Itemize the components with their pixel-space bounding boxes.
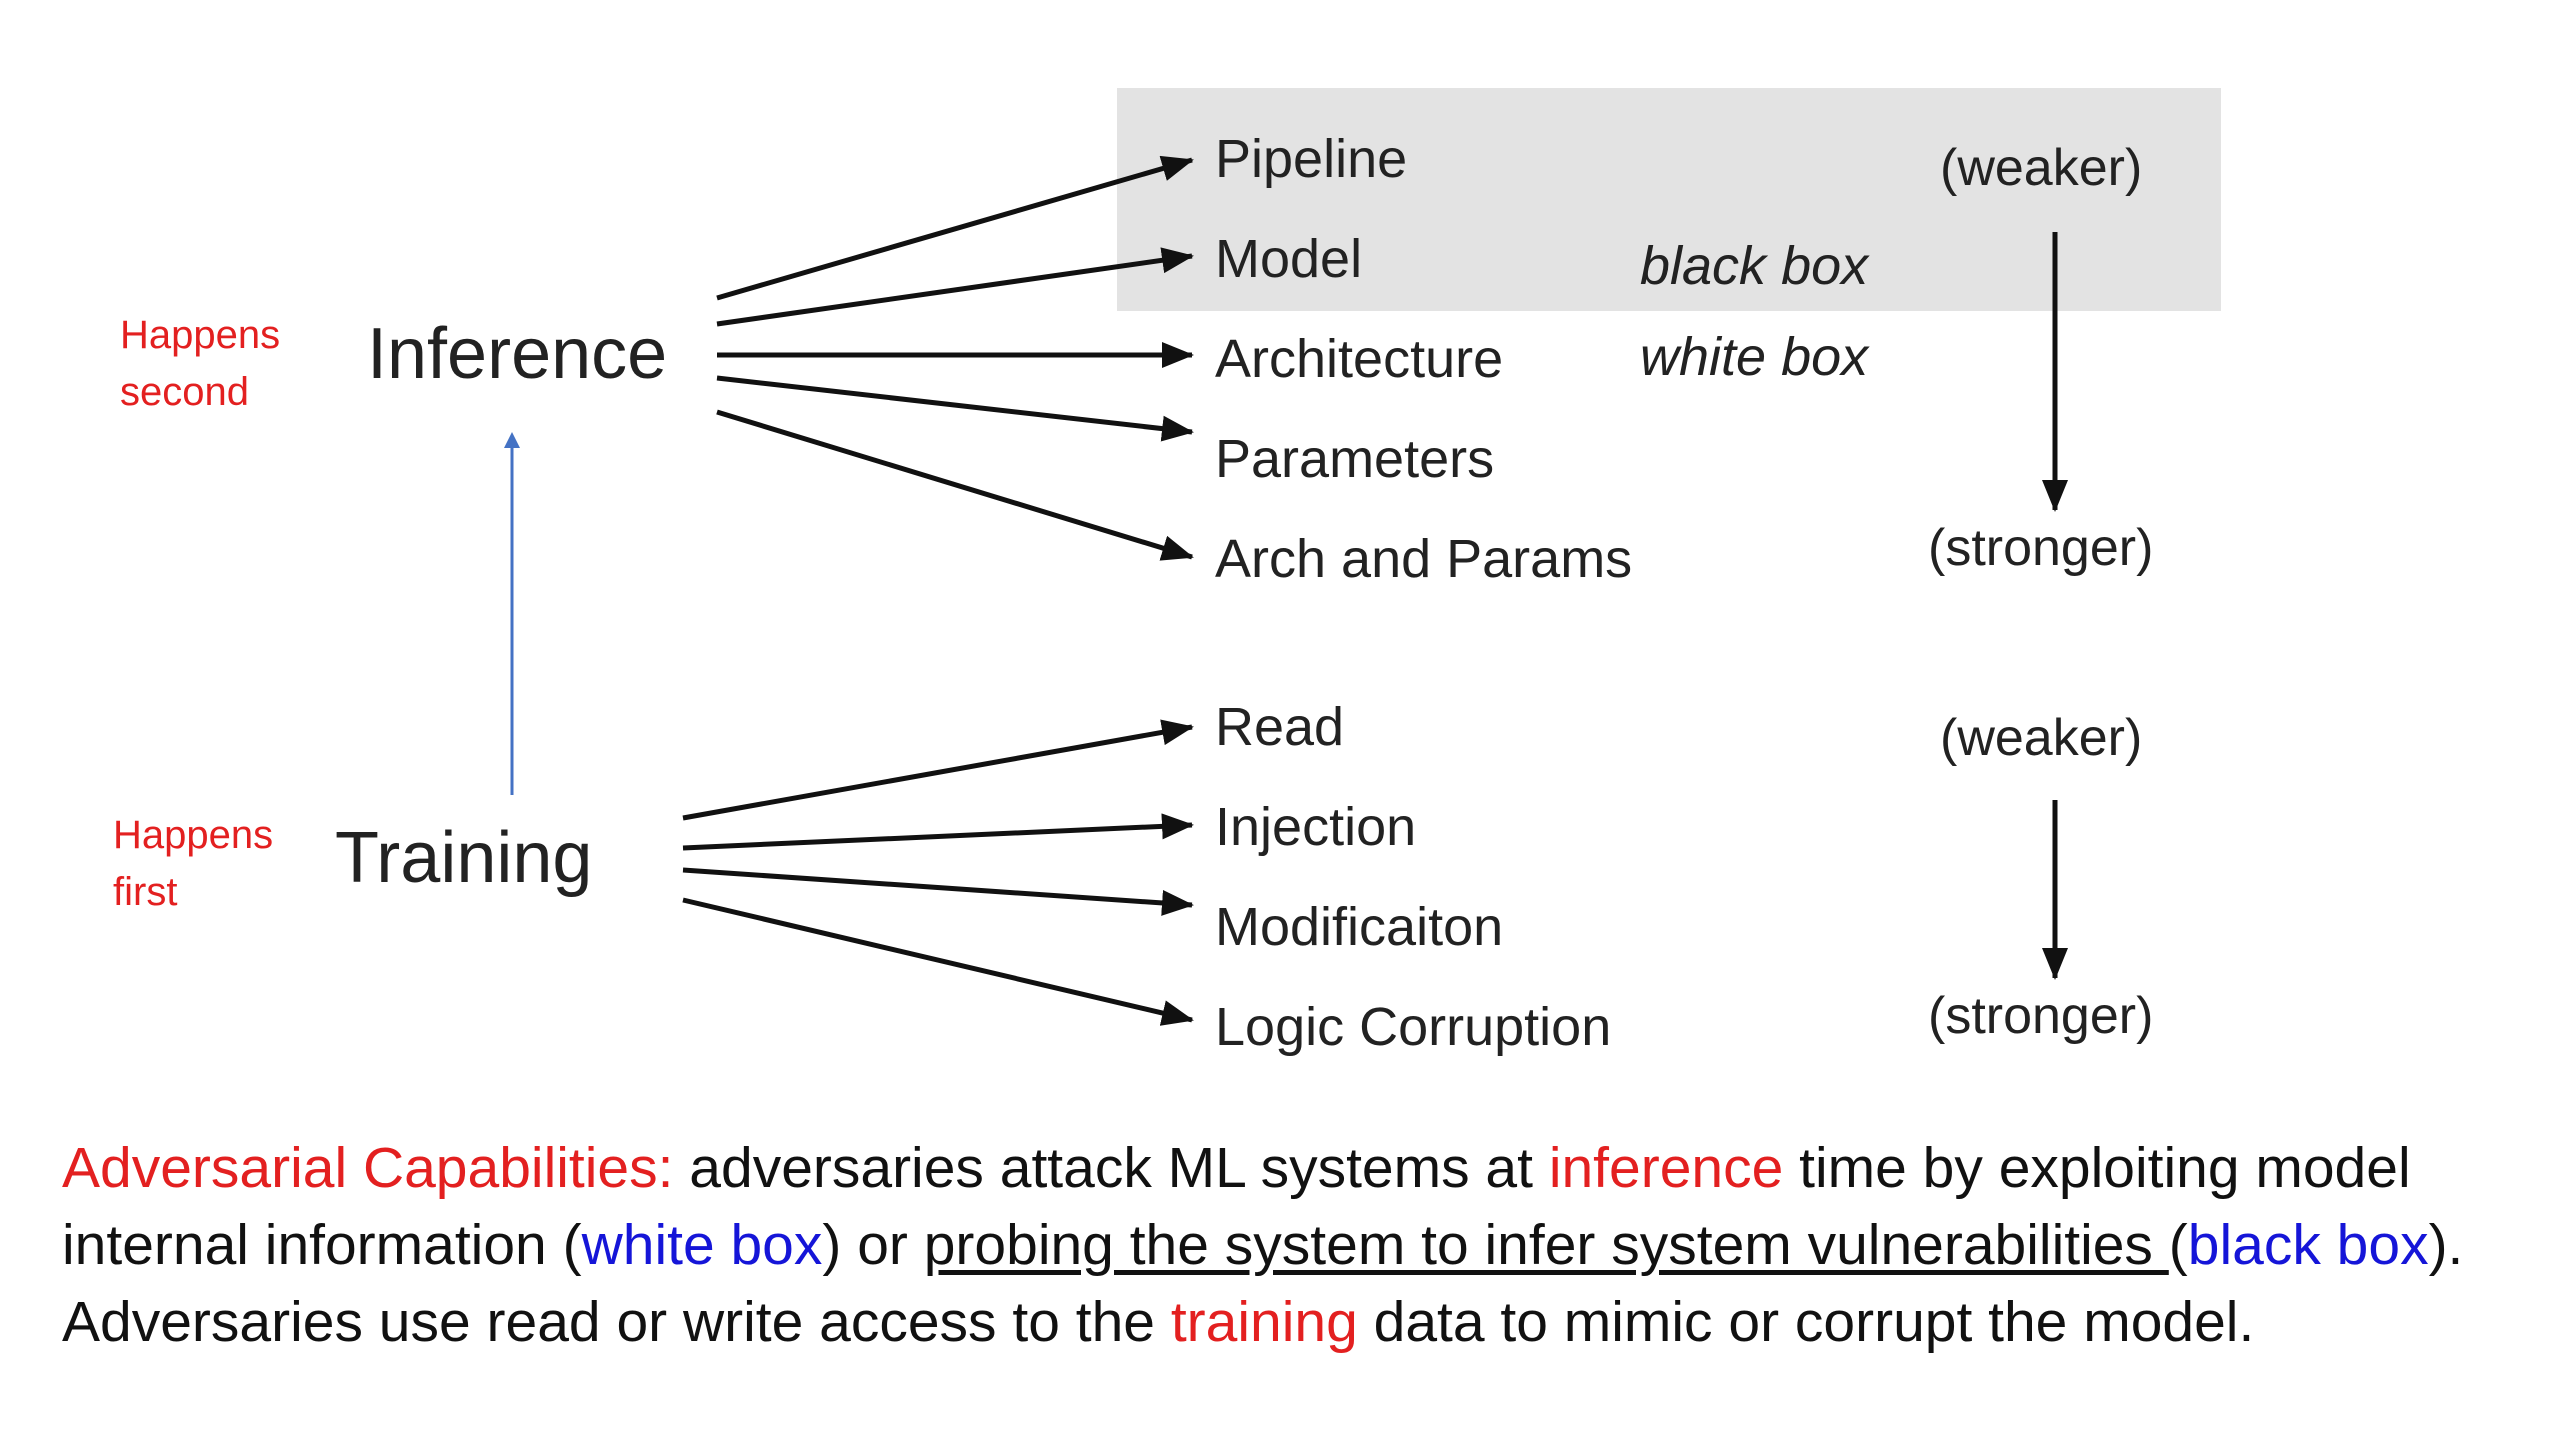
caption-training-word: training <box>1170 1290 1358 1354</box>
black-box-label: black box <box>1640 236 1870 296</box>
arrow-to-arch-and-params <box>716 409 1194 561</box>
caption-text-2: time by exploiting model internal inform… <box>62 1136 2411 1277</box>
arrow-to-modification <box>682 867 1194 916</box>
inference-arrows <box>716 155 1194 561</box>
caption-white-box: white box <box>581 1213 823 1277</box>
target-read: Read <box>1215 697 1344 757</box>
caption-text-1: adversaries attack ML systems at <box>673 1136 1549 1200</box>
arrow-to-parameters <box>716 375 1194 442</box>
training-weaker-label: (weaker) <box>1940 709 2142 767</box>
target-model: Model <box>1215 229 1362 289</box>
arrow-to-injection <box>682 813 1194 851</box>
training-root-label: Training <box>335 818 592 898</box>
training-arrows <box>682 719 1194 1026</box>
caption-inference-word: inference <box>1548 1136 1784 1200</box>
target-modification: Modificaiton <box>1215 897 1503 957</box>
training-timing-line1: Happens <box>113 813 273 857</box>
arrow-to-read <box>682 719 1194 821</box>
black-box-region <box>1117 88 2221 311</box>
arrow-to-logic-corruption <box>682 897 1194 1026</box>
target-architecture: Architecture <box>1215 329 1503 389</box>
target-pipeline: Pipeline <box>1215 129 1407 189</box>
inference-timing-line2: second <box>120 370 249 414</box>
caption-underlined-phrase: probing the system to infer system vulne… <box>923 1213 2169 1277</box>
target-injection: Injection <box>1215 797 1416 857</box>
caption-text-6: data to mimic or corrupt the model. <box>1357 1290 2255 1354</box>
caption-heading: Adversarial Capabilities: <box>62 1136 674 1200</box>
inference-root-label: Inference <box>367 314 667 394</box>
target-arch-and-params: Arch and Params <box>1215 529 1632 589</box>
target-parameters: Parameters <box>1215 429 1494 489</box>
white-box-label: white box <box>1640 327 1870 387</box>
training-stronger-label: (stronger) <box>1928 987 2153 1045</box>
target-logic-corruption: Logic Corruption <box>1215 997 1611 1057</box>
arrow-to-model <box>716 247 1194 327</box>
inference-weaker-label: (weaker) <box>1940 139 2142 197</box>
caption-black-box: black box <box>2187 1213 2429 1277</box>
inference-stronger-label: (stronger) <box>1928 519 2153 577</box>
training-timing-line2: first <box>113 870 177 914</box>
inference-timing-line1: Happens <box>120 313 280 357</box>
caption-paragraph: Adversarial Capabilities: adversaries at… <box>62 1130 2522 1361</box>
caption-text-5: ). Adversaries use read or write access … <box>62 1213 2464 1354</box>
caption-text-3: ) or <box>822 1213 924 1277</box>
arrow-to-pipeline <box>716 155 1194 301</box>
caption-text-4: ( <box>2168 1213 2188 1277</box>
